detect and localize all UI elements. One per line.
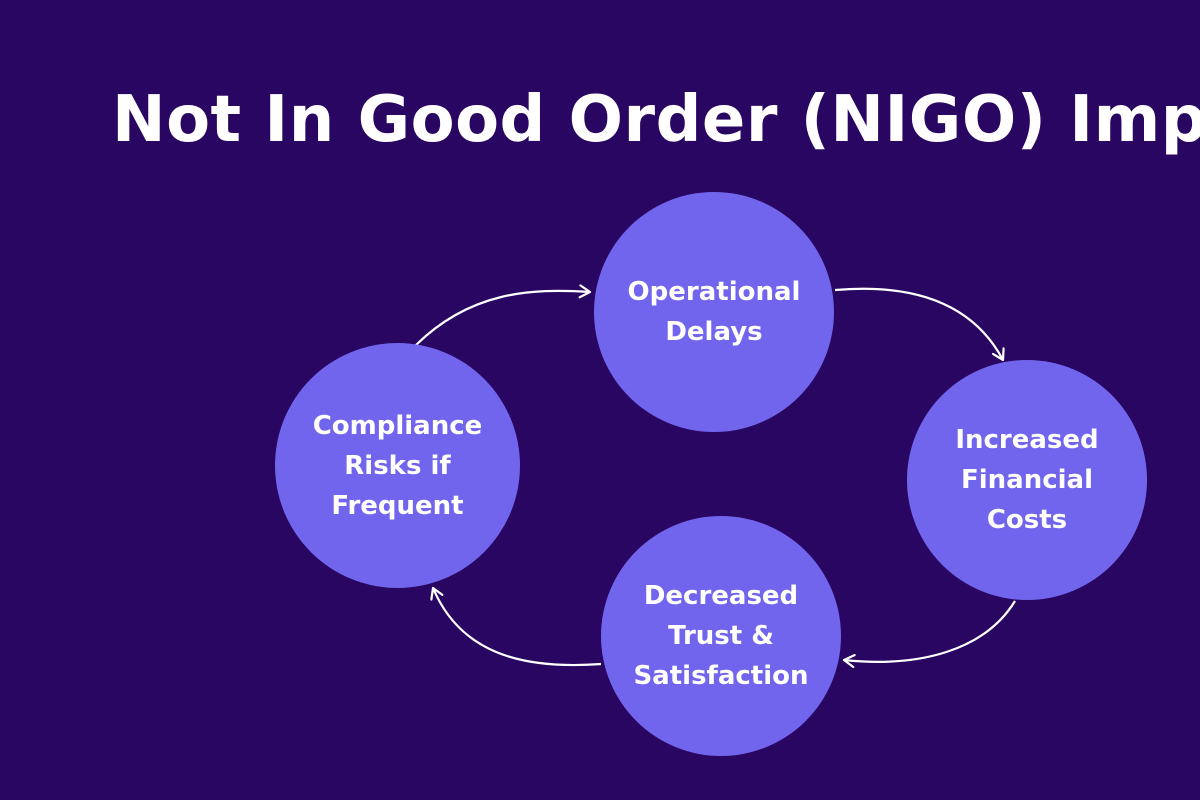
node-decreased-trust: Decreased Trust & Satisfaction — [601, 516, 841, 756]
node-compliance-risks: Compliance Risks if Frequent — [275, 343, 520, 588]
arrow-financial-to-trust — [844, 600, 1016, 662]
page-title: Not In Good Order (NIGO) Implicati — [112, 83, 1200, 157]
arrow-compliance-to-operational — [415, 291, 590, 346]
arrow-trust-to-compliance — [433, 588, 602, 667]
node-label-compliance-risks: Compliance Risks if Frequent — [312, 410, 483, 521]
node-label-decreased-trust: Decreased Trust & Satisfaction — [633, 581, 809, 691]
node-label-increased-financial-costs: Increased Financial Costs — [955, 425, 1099, 535]
node-increased-financial-costs: Increased Financial Costs — [907, 360, 1147, 600]
node-operational-delays: Operational Delays — [594, 192, 834, 432]
arrow-operational-to-financial — [834, 287, 1003, 360]
node-label-operational-delays: Operational Delays — [627, 277, 801, 347]
